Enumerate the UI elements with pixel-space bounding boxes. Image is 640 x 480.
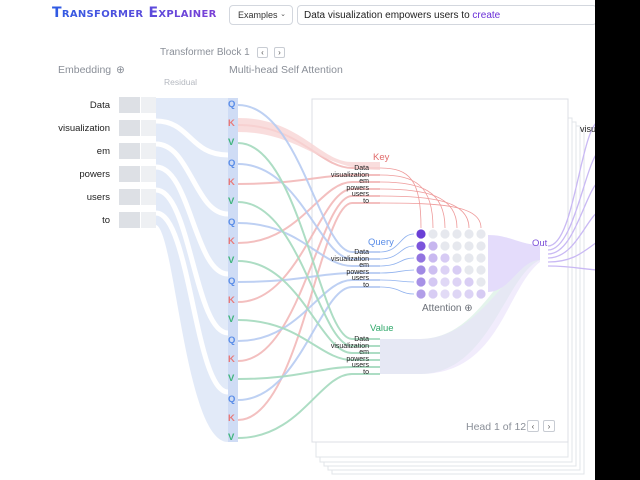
embedding-vector[interactable]	[119, 212, 140, 228]
residual-vector	[141, 189, 156, 205]
query-vector-label[interactable]: Q	[228, 99, 236, 110]
zoom-in-icon: ⊕	[116, 64, 125, 76]
predicted-token: create	[472, 10, 501, 21]
value-vector-label[interactable]: V	[228, 373, 235, 384]
key-vector-label[interactable]: K	[228, 236, 235, 247]
chevron-left-icon[interactable]: ‹	[527, 420, 539, 432]
chevron-down-icon: ⌄	[280, 11, 286, 18]
token-label: users	[86, 192, 110, 203]
value-vector-label[interactable]: V	[228, 255, 235, 266]
embedding-label[interactable]: Embedding ⊕	[58, 64, 125, 76]
residual-vector	[141, 166, 156, 182]
attention-section-label: Multi-head Self Attention	[229, 64, 343, 76]
query-vector-label[interactable]: Q	[228, 394, 236, 405]
token-label: powers	[79, 169, 110, 180]
examples-label: Examples	[238, 10, 278, 20]
value-title: Value	[370, 323, 394, 334]
chevron-left-icon[interactable]: ‹	[257, 47, 268, 58]
examples-dropdown[interactable]: Examples ⌄	[229, 5, 293, 25]
query-vector-label[interactable]: Q	[228, 276, 236, 287]
out-title: Out	[532, 238, 548, 249]
embedding-vector[interactable]	[119, 166, 140, 182]
attention-label[interactable]: Attention ⊕	[422, 303, 473, 314]
zoom-in-icon: ⊕	[464, 303, 473, 314]
query-vector-label[interactable]: Q	[228, 158, 236, 169]
next-block-token: visu	[580, 124, 597, 134]
value-vector-label[interactable]: V	[228, 314, 235, 325]
key-vector-label[interactable]: K	[228, 413, 235, 424]
residual-vector	[141, 143, 156, 159]
value-vector-label[interactable]: V	[228, 432, 235, 443]
query-flows	[237, 104, 380, 401]
token-label: to	[102, 215, 110, 226]
query-vector-label[interactable]: Q	[228, 335, 236, 346]
residual-label: Residual	[164, 77, 198, 87]
residual-vector	[141, 120, 156, 136]
prompt-text: Data visualization empowers users to	[304, 10, 470, 21]
token-separators	[155, 118, 229, 395]
head-counter: Head 1 of 12	[466, 421, 527, 433]
token-label: visualization	[58, 123, 110, 134]
key-title: Key	[373, 152, 390, 163]
embedding-vector[interactable]	[119, 143, 140, 159]
block-title: Transformer Block 1	[160, 47, 250, 58]
key-vector-label[interactable]: K	[228, 354, 235, 365]
query-to-matrix	[379, 233, 415, 295]
query-title: Query	[368, 237, 394, 248]
key-vector-label[interactable]: K	[228, 118, 235, 129]
value-out-overlay	[380, 254, 540, 374]
residual-vector	[141, 212, 156, 228]
value-vector-label[interactable]: V	[228, 137, 235, 148]
chevron-right-icon[interactable]: ›	[543, 420, 555, 432]
query-vector-label[interactable]: Q	[228, 217, 236, 228]
attention-matrix[interactable]	[416, 229, 486, 299]
app-logo[interactable]: Transformer Explainer	[52, 5, 217, 21]
chevron-right-icon[interactable]: ›	[274, 47, 285, 58]
residual-vector	[141, 97, 156, 113]
token-label: Data	[89, 100, 110, 111]
head-stack	[311, 98, 585, 475]
value-vector-label[interactable]: V	[228, 196, 235, 207]
embedding-vector[interactable]	[119, 120, 140, 136]
screen-edge	[595, 0, 640, 480]
value-flows	[237, 142, 380, 439]
key-vector-label[interactable]: K	[228, 177, 235, 188]
key-to-matrix	[379, 167, 482, 229]
token-label: em	[96, 146, 110, 157]
key-vector-label[interactable]: K	[228, 295, 235, 306]
embedding-vector[interactable]	[119, 189, 140, 205]
attention-to-out-band	[488, 235, 540, 292]
embedding-vector[interactable]	[119, 97, 140, 113]
